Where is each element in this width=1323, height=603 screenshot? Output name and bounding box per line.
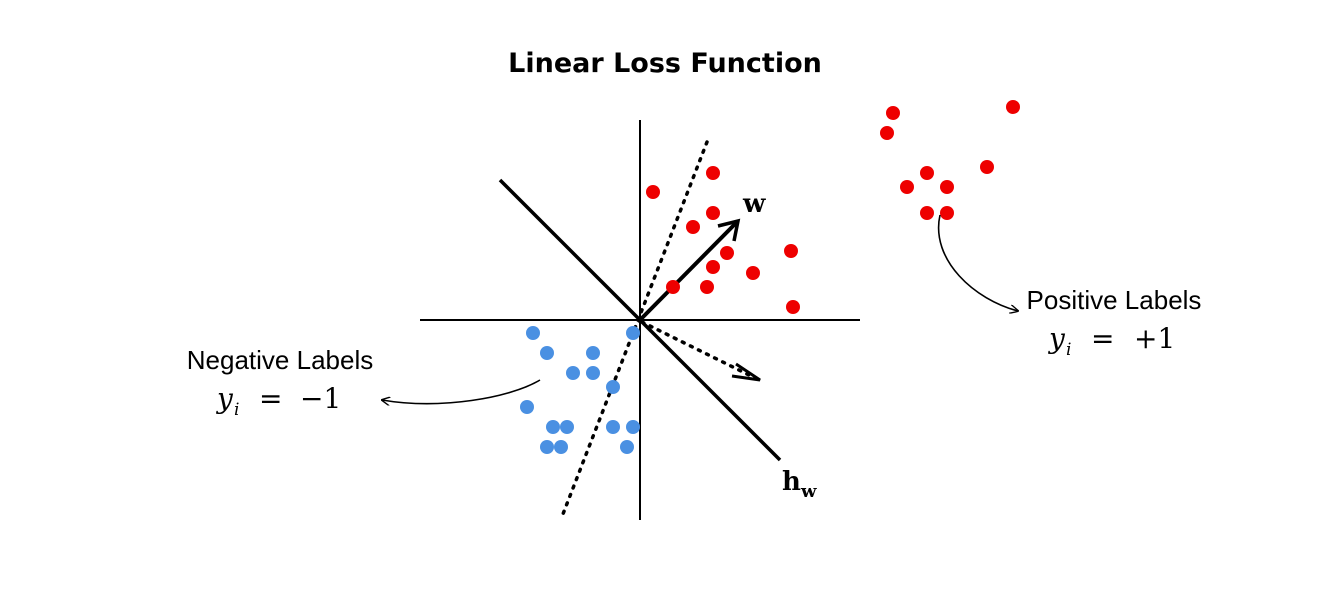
svg-text:y: y [1047,322,1066,355]
svg-text:h: h [782,467,801,497]
negative-point [540,440,554,454]
svg-text:i: i [234,400,239,420]
positive-equation: y i = +1 [1047,322,1175,360]
negative-point [546,420,560,434]
positive-point [1006,100,1020,114]
positive-point [746,266,760,280]
positive-point [720,246,734,260]
negative-point [540,346,554,360]
svg-text:−1: −1 [300,382,341,415]
positive-point [920,166,934,180]
positive-point [980,160,994,174]
negative-point [526,326,540,340]
negative-points [520,326,640,454]
positive-point [940,180,954,194]
negative-callout-arrow [382,379,541,404]
svg-text:y: y [215,382,234,415]
svg-text:w: w [800,481,817,502]
negative-point [520,400,534,414]
weight-vector-arrow [638,218,741,322]
svg-text:=: = [259,382,282,415]
positive-point [706,206,720,220]
origin-point [637,317,643,323]
negative-point [554,440,568,454]
positive-point [920,206,934,220]
positive-callout-arrow [937,214,1018,311]
negative-point [620,440,634,454]
negative-point [606,380,620,394]
svg-text:=: = [1091,322,1114,355]
svg-text:i: i [1066,340,1071,360]
positive-point [706,260,720,274]
negative-equation: y i = −1 [215,382,341,420]
negative-point [626,326,640,340]
positive-point [940,206,954,220]
positive-point [700,280,714,294]
positive-point [646,185,660,199]
positive-point [900,180,914,194]
negative-point [626,420,640,434]
positive-point [706,166,720,180]
positive-labels-text: Positive Labels [1027,285,1202,315]
hyperplane-label: h w [782,467,817,502]
positive-point [786,300,800,314]
vector-w-label: w [742,189,766,219]
positive-points [646,100,1020,314]
diagram-title: Linear Loss Function [508,48,822,79]
negative-point [566,366,580,380]
negative-point [560,420,574,434]
svg-text:+1: +1 [1134,322,1175,355]
negative-point [586,366,600,380]
positive-point [886,106,900,120]
dotted-arrow [640,320,761,382]
positive-point [666,280,680,294]
positive-point [686,220,700,234]
negative-point [586,346,600,360]
positive-point [880,126,894,140]
negative-point [606,420,620,434]
negative-labels-text: Negative Labels [187,345,373,375]
positive-point [784,244,798,258]
